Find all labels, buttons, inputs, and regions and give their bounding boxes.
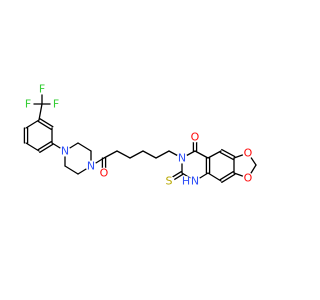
atom-label-background <box>85 160 97 172</box>
atom-label-n: N <box>87 160 95 173</box>
atom-label-background <box>242 172 254 184</box>
single-bond <box>155 150 170 159</box>
single-bond <box>77 142 92 152</box>
atom-label-n: N <box>178 152 186 165</box>
atom-label-background <box>189 175 201 187</box>
atom-label-background <box>163 175 175 187</box>
atom-label-o: O <box>191 131 200 144</box>
single-bond <box>25 119 40 129</box>
double-bond-line <box>221 148 236 158</box>
atom-label-background <box>22 98 34 110</box>
atom-label-background <box>59 145 71 157</box>
atom-label-f: F <box>25 98 31 111</box>
single-bond <box>142 150 157 159</box>
atom-label-background <box>181 176 191 186</box>
double-bond-line <box>37 120 52 131</box>
atom-label-background <box>98 167 110 179</box>
atom-label-o: O <box>244 147 253 160</box>
double-bond-line <box>39 117 54 128</box>
atom-label-background <box>242 147 254 159</box>
double-bond-line <box>39 143 54 154</box>
atom-label-o: O <box>100 167 109 180</box>
single-bond <box>207 150 222 159</box>
atom-label-o: O <box>244 172 253 185</box>
atom-label-n: N <box>61 145 69 158</box>
atom-label-n: N <box>191 175 199 188</box>
single-bond <box>38 103 43 121</box>
single-bond <box>194 150 209 159</box>
double-bond-line <box>37 140 52 151</box>
double-bond-line <box>221 173 236 184</box>
single-bond <box>103 150 118 159</box>
double-bond-line <box>219 151 234 161</box>
single-bond <box>64 165 79 175</box>
atom-label-background <box>36 83 48 95</box>
single-bond <box>207 172 222 182</box>
double-bond-line <box>219 170 234 181</box>
atom-label-background <box>189 131 201 143</box>
atom-label-background <box>50 98 62 110</box>
atom-label-background <box>176 152 188 164</box>
atom-label-f: F <box>39 83 45 96</box>
single-bond <box>129 150 144 159</box>
single-bond <box>116 150 131 159</box>
single-bond <box>25 142 40 152</box>
atom-label-s: S <box>166 175 173 188</box>
atom-label-h: H <box>182 175 190 188</box>
atom-label-f: F <box>53 98 59 111</box>
